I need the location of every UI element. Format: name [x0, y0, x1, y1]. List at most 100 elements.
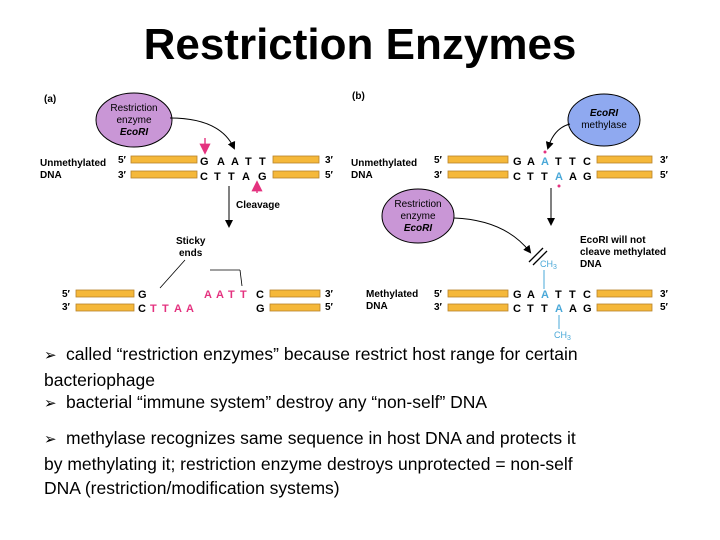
- dna-a-label-2: DNA: [40, 170, 62, 181]
- svg-text:T: T: [228, 171, 235, 183]
- svg-text:T: T: [569, 289, 576, 301]
- no-cleave-line2: cleave methylated: [580, 247, 666, 258]
- sticky-pointer-left: [159, 259, 186, 289]
- prime-a-top-right: 3′: [325, 155, 334, 166]
- strand-a-bot-right: [272, 170, 320, 179]
- svg-text:T: T: [555, 289, 562, 301]
- svg-text:A: A: [569, 303, 577, 315]
- strand-a-cut-bot-left: [75, 303, 135, 312]
- svg-text:A: A: [174, 303, 182, 315]
- svg-text:A: A: [555, 303, 563, 315]
- panel-a-label: (a): [44, 94, 56, 105]
- svg-text:T: T: [214, 171, 221, 183]
- svg-text:T: T: [240, 289, 247, 301]
- strand-a-cut-top-left: [75, 289, 135, 298]
- bullet-arrow-icon: ➢: [44, 395, 57, 412]
- svg-text:A: A: [217, 156, 225, 168]
- bullet-3-line2: by methylating it; restriction enzyme de…: [44, 454, 573, 474]
- bullet-1: ➢ called “restriction enzymes” because re…: [44, 342, 674, 392]
- methylase-line2: methylase: [581, 120, 627, 131]
- prime-bm-bot-left: 3′: [434, 302, 443, 313]
- ch3-bot: CH3: [554, 330, 571, 342]
- strand-a-top-left: [130, 155, 198, 164]
- seq-a-bot-0: C: [200, 171, 208, 183]
- bullet-1-line2: bacteriophage: [44, 370, 155, 390]
- cleavage-label: Cleavage: [236, 200, 280, 211]
- strand-b-bot-right: [596, 170, 653, 179]
- ch3-top: CH3: [540, 259, 557, 271]
- meth-label-1: Methylated: [366, 289, 418, 300]
- enzyme-a-line3: EcoRI: [120, 127, 149, 138]
- svg-text:T: T: [259, 156, 266, 168]
- svg-text:G: G: [583, 171, 592, 183]
- slide-title: Restriction Enzymes: [143, 20, 577, 69]
- svg-text:C: C: [513, 303, 521, 315]
- svg-text:A: A: [242, 171, 250, 183]
- bullet-arrow-icon: ➢: [44, 347, 57, 364]
- svg-text:T: T: [569, 156, 576, 168]
- strand-a-cut-top-right: [269, 289, 321, 298]
- svg-text:A: A: [186, 303, 194, 315]
- svg-text:C: C: [513, 171, 521, 183]
- seq-b-bot: C T T A A G: [513, 171, 592, 183]
- prime-a-cut-bot-left: 3′: [62, 302, 71, 313]
- svg-text:A: A: [231, 156, 239, 168]
- strand-b-top-left: [447, 155, 509, 164]
- prime-a-bot-left: 3′: [118, 170, 127, 181]
- methyl-mark-bot: [557, 184, 561, 188]
- svg-text:G: G: [513, 156, 522, 168]
- svg-text:T: T: [541, 303, 548, 315]
- cut-right-sticky: A A T T: [204, 289, 247, 301]
- prime-b-top-left: 5′: [434, 155, 443, 166]
- strand-b-bot-left: [447, 170, 509, 179]
- enzyme-b-bubble: Restriction enzyme EcoRI: [381, 188, 455, 244]
- prime-a-top-left: 5′: [118, 155, 127, 166]
- enzyme-b-line2: enzyme: [400, 211, 435, 222]
- strand-bm-top-right: [596, 289, 653, 298]
- methylase-bubble: EcoRI methylase: [567, 93, 641, 147]
- svg-text:A: A: [569, 171, 577, 183]
- svg-text:A: A: [541, 289, 549, 301]
- svg-text:A: A: [541, 156, 549, 168]
- prime-bm-top-right: 3′: [660, 289, 669, 300]
- dna-b-label-2: DNA: [351, 170, 373, 181]
- svg-text:A: A: [527, 156, 535, 168]
- bullet-1-line1: called “restriction enzymes” because res…: [66, 344, 578, 364]
- dna-b-label-1: Unmethylated: [351, 158, 417, 169]
- svg-text:C: C: [583, 156, 591, 168]
- bullet-2: ➢bacterial “immune system” destroy any “…: [44, 390, 674, 416]
- svg-text:T: T: [245, 156, 252, 168]
- no-cleave-line3: DNA: [580, 259, 602, 270]
- svg-text:G: G: [513, 289, 522, 301]
- strand-a-cut-bot-right: [269, 303, 321, 312]
- prime-a-cut-top-left: 5′: [62, 289, 71, 300]
- svg-text:A: A: [555, 171, 563, 183]
- svg-text:A: A: [204, 289, 212, 301]
- svg-text:T: T: [527, 171, 534, 183]
- seq-bm-bot: C T T A A G: [513, 303, 592, 315]
- seq-b-top: G A A T T C: [513, 156, 591, 168]
- bullet-3: ➢ methylase recognizes same sequence in h…: [44, 426, 674, 500]
- block-bar-2: [532, 250, 548, 266]
- enzyme-a-arrow: [169, 117, 236, 150]
- prime-b-bot-left: 3′: [434, 170, 443, 181]
- enzyme-b-line3: EcoRI: [404, 223, 433, 234]
- strand-bm-top-left: [447, 289, 509, 298]
- seq-bm-top: G A A T T C: [513, 289, 591, 301]
- prime-bm-bot-right: 5′: [660, 302, 669, 313]
- enzyme-b-arrow: [453, 217, 532, 254]
- methyl-mark-top: [543, 150, 547, 154]
- meth-label-2: DNA: [366, 301, 388, 312]
- bullet-3-line3: DNA (restriction/modification systems): [44, 478, 340, 498]
- bullet-3-line1: methylase recognizes same sequence in ho…: [66, 428, 576, 448]
- sticky-label-2: ends: [179, 248, 203, 259]
- strand-bm-bot-left: [447, 303, 509, 312]
- enzyme-a-bubble: Restriction enzyme EcoRI: [95, 92, 173, 148]
- prime-a-bot-right: 5′: [325, 170, 334, 181]
- methylase-arrow: [545, 123, 571, 150]
- sticky-pointer-right: [239, 269, 243, 287]
- enzyme-b-line1: Restriction: [394, 199, 441, 210]
- svg-text:T: T: [150, 303, 157, 315]
- bullet-arrow-icon: ➢: [44, 431, 57, 448]
